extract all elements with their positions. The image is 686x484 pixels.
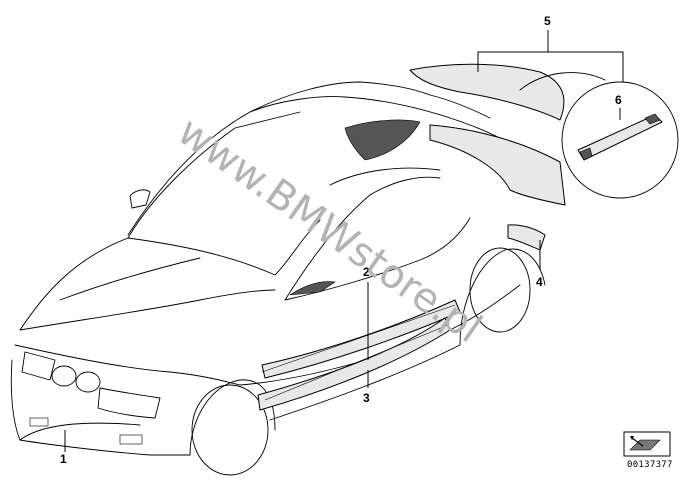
reference-number: 00137377 — [627, 460, 673, 470]
rear-spoiler-part — [409, 63, 566, 251]
callout-1: 1 — [60, 452, 67, 466]
callout-2: 2 — [363, 265, 370, 279]
callout-4: 4 — [536, 275, 543, 289]
callout-5: 5 — [544, 14, 551, 28]
document-arrow-icon — [623, 431, 671, 457]
side-skirt-part — [257, 299, 461, 411]
callout-6: 6 — [615, 93, 622, 107]
callout-3: 3 — [363, 391, 370, 405]
leader-lines — [64, 30, 624, 452]
detail-magnifier — [519, 72, 679, 199]
watermark: www.BMWstore.pl — [169, 109, 490, 353]
